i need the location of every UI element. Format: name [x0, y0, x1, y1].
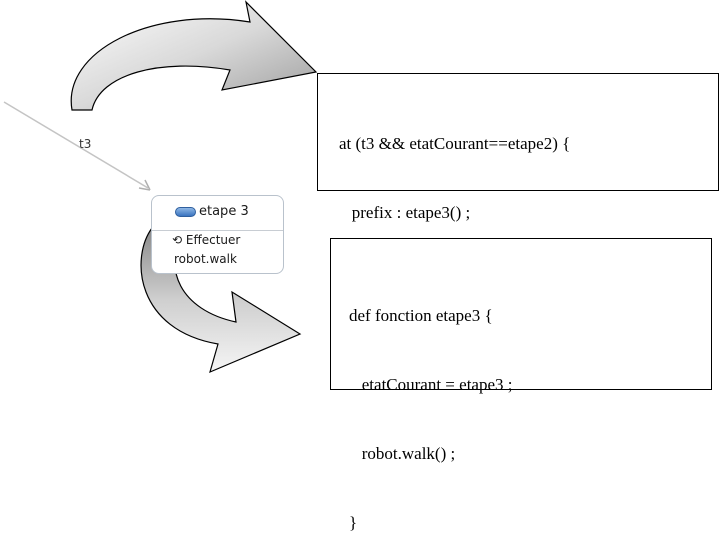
state-name: etape 3: [199, 204, 249, 219]
code-box-top: at (t3 && etatCourant==etape2) { prefix …: [317, 73, 719, 291]
code-line: robot.walk() ;: [349, 444, 456, 463]
state-action-label: Effectuer: [185, 233, 241, 247]
transition-line: [3, 101, 149, 189]
code-line: etatCourant = etape3 ;: [349, 375, 513, 394]
transition-label: t3: [79, 137, 92, 151]
transition-arrowhead: [138, 179, 151, 191]
code-line: prefix : etape3() ;: [339, 203, 471, 222]
top-curved-arrow: [70, 0, 318, 111]
code-box-bottom: def fonction etape3 { etatCourant = etap…: [330, 238, 712, 532]
code-line: }: [349, 513, 358, 532]
state-icon: [175, 207, 196, 217]
state-action: ⟲ Effectuer: [172, 233, 240, 247]
refresh-icon: ⟲: [172, 233, 183, 247]
state-node-etape3[interactable]: etape 3 ⟲ Effectuer robot.walk: [151, 195, 284, 274]
code-line: at (t3 && etatCourant==etape2) {: [339, 134, 571, 153]
state-action-code: robot.walk: [174, 252, 237, 266]
state-header: etape 3: [152, 196, 283, 231]
code-line: def fonction etape3 {: [349, 306, 493, 325]
